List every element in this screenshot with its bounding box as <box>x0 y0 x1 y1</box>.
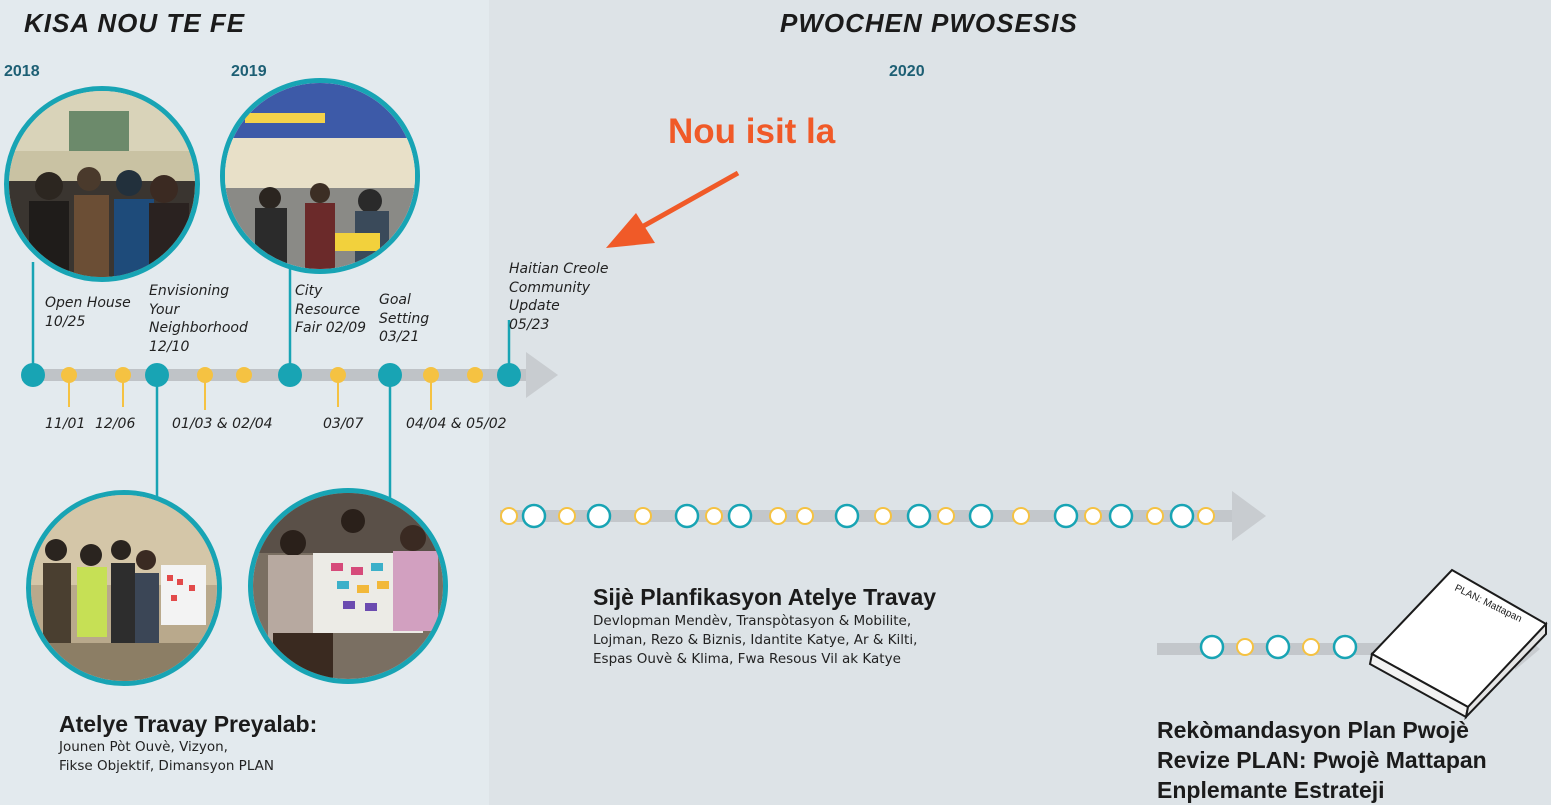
workshop-dot-1 <box>500 507 518 525</box>
workshop-dot-11 <box>834 503 860 529</box>
workshop-dot-7 <box>705 507 723 525</box>
recommendation-block: Rekòmandasyon Plan Pwojè Revize PLAN: Pw… <box>1157 715 1487 805</box>
photo-city-resource-fair <box>220 78 420 274</box>
major-dot-envisioning <box>145 363 169 387</box>
major-event-dots <box>21 363 521 387</box>
workshop-dots <box>500 503 1215 529</box>
workshop-dot-15 <box>968 503 994 529</box>
minor-dot-0307 <box>330 367 346 383</box>
minor-dot-0103 <box>197 367 213 383</box>
year-2019: 2019 <box>231 63 267 80</box>
planifikasyon-title: Sijè Planfikasyon Atelye Travay <box>593 584 937 610</box>
preyalab-title: Atelye Travay Preyalab: <box>59 711 318 737</box>
workshop-dot-17 <box>1053 503 1079 529</box>
preyalab-body: Jounen Pòt Ouvè, Vizyon, Fikse Objektif,… <box>59 739 274 774</box>
here-arrow <box>606 170 740 248</box>
planifikasyon-body: Devlopman Mendèv, Transpòtasyon & Mobili… <box>593 613 918 667</box>
year-2018: 2018 <box>4 63 40 80</box>
date-0404-0502: 04/04 & 05/02 <box>406 416 507 432</box>
photo-open-house <box>4 86 200 282</box>
workshop-dot-8 <box>727 503 753 529</box>
recommendation-dot-5 <box>1332 634 1358 660</box>
workshop-dot-22 <box>1197 507 1215 525</box>
recommendation-line-3: Enplemante Estrateji <box>1157 777 1385 803</box>
minor-event-dots <box>61 367 483 383</box>
event-goal-setting: Goal Setting 03/21 <box>379 292 430 345</box>
workshop-timeline-arrowhead <box>1232 491 1266 541</box>
workshop-dot-14 <box>937 507 955 525</box>
event-city-resource-fair: City Resource Fair 02/09 <box>295 283 367 336</box>
date-1101: 11/01 <box>45 416 86 432</box>
next-process-heading: PWOCHEN PWOSESIS <box>780 8 1078 38</box>
photo-goal-setting <box>248 488 448 684</box>
date-1206: 12/06 <box>95 416 136 432</box>
workshop-dot-4 <box>586 503 612 529</box>
recommendation-dots <box>1199 634 1358 660</box>
date-0103-0204: 01/03 & 02/04 <box>172 416 273 432</box>
workshop-dot-13 <box>906 503 932 529</box>
minor-dot-1206 <box>115 367 131 383</box>
future-panel <box>489 0 1551 805</box>
event-open-house: Open House 10/25 <box>45 295 131 330</box>
recommendation-dot-2 <box>1236 638 1254 656</box>
workshop-dot-18 <box>1084 507 1102 525</box>
workshop-dot-16 <box>1012 507 1030 525</box>
photo-envisioning-workshop <box>26 490 222 686</box>
workshop-dot-5 <box>634 507 652 525</box>
event-haitian-creole-update: Haitian Creole Community Update 05/23 <box>509 261 609 333</box>
recommendation-dot-1 <box>1199 634 1225 660</box>
recommendation-dot-4 <box>1302 638 1320 656</box>
minor-dot-1101 <box>61 367 77 383</box>
major-dot-goal-setting <box>378 363 402 387</box>
recommendation-line-1: Rekòmandasyon Plan Pwojè <box>1157 717 1469 743</box>
past-timeline-track <box>22 369 532 381</box>
workshop-dot-9 <box>769 507 787 525</box>
workshop-dot-3 <box>558 507 576 525</box>
workshop-dot-21 <box>1169 503 1195 529</box>
minor-dot-0502 <box>467 367 483 383</box>
past-timeline-arrowhead <box>526 352 558 398</box>
past-heading: KISA NOU TE FE <box>24 8 246 38</box>
year-2020: 2020 <box>889 63 925 80</box>
plan-document-icon: PLAN: Mattapan <box>1368 568 1548 721</box>
minor-dot-0404 <box>423 367 439 383</box>
major-dot-haitian-update <box>497 363 521 387</box>
workshop-dot-20 <box>1146 507 1164 525</box>
workshop-dot-2 <box>521 503 547 529</box>
recommendation-line-2: Revize PLAN: Pwojè Mattapan <box>1157 747 1487 773</box>
workshop-dot-10 <box>796 507 814 525</box>
event-envisioning: Envisioning Your Neighborhood 12/10 <box>149 283 248 355</box>
minor-dot-0204 <box>236 367 252 383</box>
recommendation-dot-3 <box>1265 634 1291 660</box>
workshop-dot-19 <box>1108 503 1134 529</box>
workshop-dot-12 <box>874 507 892 525</box>
workshop-dot-6 <box>674 503 700 529</box>
major-dot-open-house <box>21 363 45 387</box>
date-0307: 03/07 <box>323 416 364 432</box>
major-dot-city-fair <box>278 363 302 387</box>
you-are-here-callout: Nou isit la <box>668 112 836 151</box>
